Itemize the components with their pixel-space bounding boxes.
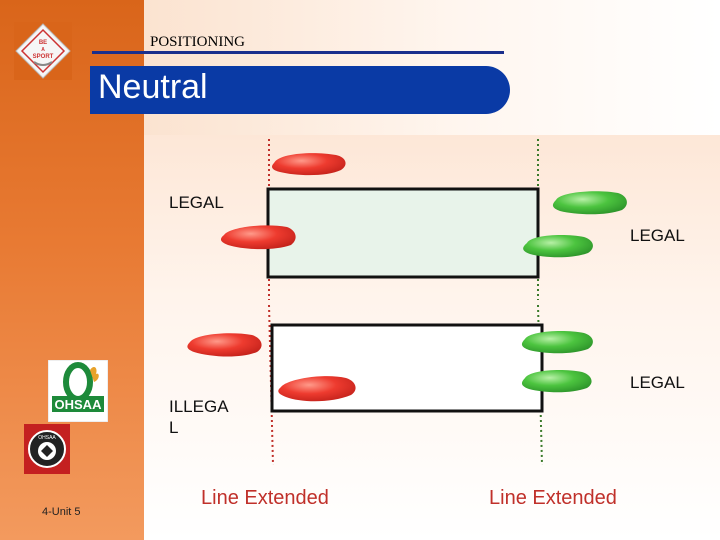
be-a-sport-logo: BE A SPORT <box>14 22 72 80</box>
legal-label: LEGAL <box>169 193 224 212</box>
line-extended-right-label: Line Extended <box>489 487 617 509</box>
green-foot <box>521 331 593 354</box>
illegal-label: ILLEGA L <box>169 397 229 437</box>
svg-text:BE: BE <box>39 40 47 46</box>
legal-label: LEGAL <box>630 373 685 392</box>
red-foot <box>220 225 296 250</box>
section-label: POSITIONING <box>150 34 245 50</box>
green-foot <box>552 191 627 215</box>
line-extended-left-label: Line Extended <box>201 487 329 509</box>
positioning-diagram <box>187 139 627 466</box>
svg-text:SPORT: SPORT <box>33 54 54 60</box>
mat-top <box>266 187 540 279</box>
legal-label: LEGAL <box>630 226 685 245</box>
red-foot <box>187 333 262 357</box>
ohsaa-logo: OHSAA <box>48 360 108 422</box>
unit-label: 4-Unit 5 <box>42 506 81 518</box>
officials-seal: OHSAA <box>24 424 70 474</box>
svg-text:A: A <box>41 47 45 53</box>
red-foot <box>278 376 356 402</box>
svg-text:OHSAA: OHSAA <box>38 435 56 441</box>
red-foot <box>272 153 346 176</box>
green-foot <box>523 235 593 258</box>
green-foot <box>521 370 592 393</box>
title-bar <box>90 66 510 114</box>
mat-bottom <box>270 323 544 413</box>
section-underline <box>92 51 504 54</box>
svg-text:OHSAA: OHSAA <box>55 397 103 412</box>
slide-title: Neutral <box>98 68 208 106</box>
